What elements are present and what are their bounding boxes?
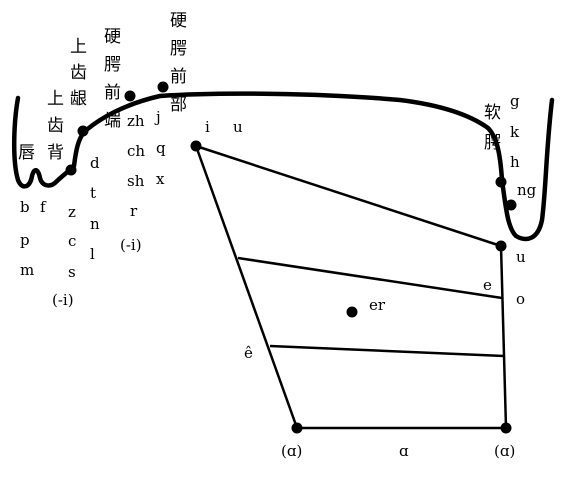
svg-text:上: 上 [70, 37, 87, 57]
svg-text:k: k [510, 123, 520, 141]
upper-teeth-back-point [65, 164, 77, 176]
svg-text:f: f [40, 198, 47, 216]
trapezoid-front-low-point [291, 422, 303, 434]
svg-text:软: 软 [484, 103, 501, 123]
svg-text:背: 背 [47, 143, 64, 163]
svg-text:c: c [68, 232, 76, 250]
svg-text:前: 前 [104, 83, 121, 103]
labiodental-initials: f [40, 198, 47, 216]
hard-palate-front-label: 硬 腭 前 部 [170, 11, 187, 115]
palatal-initials: j q x [154, 108, 166, 188]
svg-text:h: h [510, 153, 520, 171]
svg-text:n: n [90, 215, 100, 233]
vowel-a-back-label: (ɑ) [494, 442, 515, 460]
svg-text:齿: 齿 [47, 116, 64, 136]
vowel-e-circumflex-label: ê [244, 344, 253, 362]
vowel-er-label: er [369, 296, 386, 314]
soft-palate-point-1 [495, 176, 507, 188]
alveolar-ridge-label: 上 齿 龈 [70, 37, 87, 109]
trapezoid-front-high-point [190, 140, 202, 152]
svg-text:龈: 龈 [70, 89, 87, 109]
svg-text:l: l [90, 245, 95, 263]
svg-text:腭: 腭 [170, 39, 187, 59]
alveolar-initials: d t n l [90, 154, 100, 263]
trapezoid-back-low-point [500, 422, 512, 434]
vowel-u-front-label: u [233, 118, 243, 136]
svg-text:r: r [130, 202, 138, 220]
svg-text:sh: sh [127, 172, 145, 190]
svg-text:d: d [90, 154, 100, 172]
svg-text:z: z [68, 203, 76, 221]
central-vowel-point [346, 306, 358, 318]
svg-text:硬: 硬 [170, 11, 187, 31]
svg-text:x: x [156, 170, 165, 188]
velar-initials: g k h ng [510, 92, 537, 199]
svg-text:腭: 腭 [484, 133, 501, 153]
vowel-u-back-label: u [516, 248, 526, 266]
svg-text:部: 部 [170, 95, 187, 115]
palate-outline [12, 91, 555, 242]
svg-text:zh: zh [127, 112, 145, 130]
vowel-o-label: o [516, 290, 525, 308]
svg-text:腭: 腭 [104, 55, 121, 75]
svg-text:齿: 齿 [70, 63, 87, 83]
vowel-e-label: e [483, 276, 492, 294]
soft-palate-point-2 [505, 199, 517, 211]
soft-palate-label: 软 腭 [484, 103, 501, 153]
svg-text:q: q [156, 139, 166, 157]
svg-text:p: p [20, 231, 30, 249]
svg-text:端: 端 [104, 111, 121, 131]
labial-initials: b p m [20, 198, 34, 279]
vowel-a-central-label: ɑ [399, 442, 409, 460]
svg-text:上: 上 [47, 89, 64, 109]
trapezoid-back-high-point [495, 240, 507, 252]
svg-text:ch: ch [127, 142, 145, 160]
svg-text:g: g [510, 92, 520, 110]
svg-text:(-i): (-i) [52, 291, 74, 309]
alveolar-ridge-point [77, 125, 89, 137]
svg-text:b: b [20, 198, 30, 216]
vowel-a-front-label: (ɑ) [281, 442, 302, 460]
svg-text:前: 前 [170, 67, 187, 87]
hard-palate-front-end-label: 硬 腭 前 端 [104, 27, 121, 131]
hard-palate-front-point [157, 81, 169, 93]
vowel-i-label: i [205, 118, 210, 136]
svg-text:硬: 硬 [104, 27, 121, 47]
svg-text:ng: ng [517, 181, 537, 199]
retroflex-initials: zh ch sh r (-i) [120, 112, 145, 254]
svg-text:j: j [154, 108, 161, 126]
dental-sibilant-initials: z c s (-i) [52, 203, 76, 309]
lips-label: 唇 [18, 143, 35, 163]
svg-text:t: t [90, 184, 96, 202]
svg-text:(-i): (-i) [120, 236, 142, 254]
svg-text:m: m [20, 261, 34, 279]
svg-text:唇: 唇 [18, 143, 35, 163]
svg-text:s: s [68, 263, 76, 281]
upper-teeth-back-label: 上 齿 背 [47, 89, 64, 163]
vowel-trapezoid [194, 144, 508, 430]
hard-palate-front-end-point [124, 90, 136, 102]
